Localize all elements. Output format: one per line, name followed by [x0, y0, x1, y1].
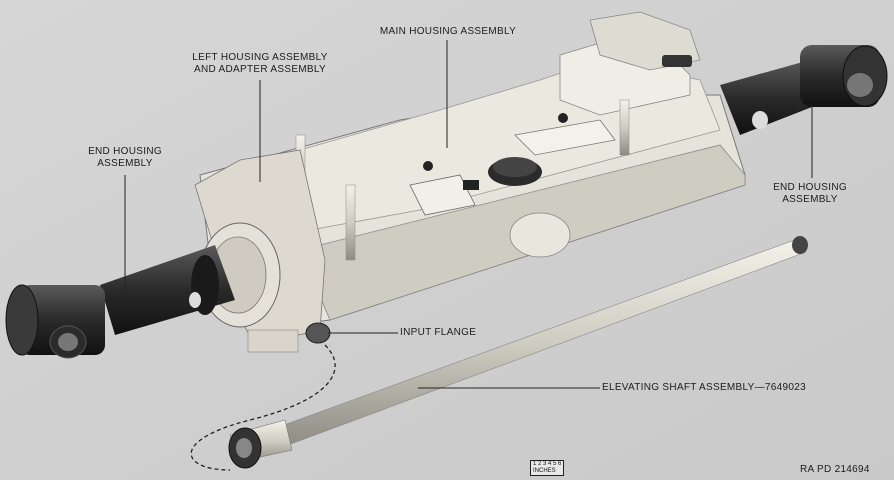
label-left-housing: LEFT HOUSING ASSEMBLY AND ADAPTER ASSEMB… [186, 52, 334, 76]
elevating-shaft [228, 236, 808, 469]
label-elevating-shaft: ELEVATING SHAFT ASSEMBLY—7649023 [602, 382, 806, 393]
label-main-housing: MAIN HOUSING ASSEMBLY [379, 26, 517, 37]
label-left-housing-line2: AND ADAPTER ASSEMBLY [194, 64, 326, 75]
label-end-housing-right-line1: END HOUSING [773, 182, 847, 193]
plate-code: RA PD 214694 [800, 464, 870, 475]
end-housing-right [720, 45, 888, 135]
end-housing-left [5, 245, 235, 359]
phantom-line [190, 344, 336, 471]
label-end-housing-right: END HOUSING ASSEMBLY [765, 182, 855, 206]
label-end-housing-left: END HOUSING ASSEMBLY [80, 146, 170, 170]
label-end-housing-right-line2: ASSEMBLY [782, 194, 838, 205]
label-input-flange: INPUT FLANGE [400, 327, 477, 338]
input-flange [305, 322, 331, 344]
inch-scale: 1 2 3 4 5 6 INCHES [530, 460, 565, 476]
label-left-housing-line1: LEFT HOUSING ASSEMBLY [192, 52, 328, 63]
leader-lines [124, 40, 813, 389]
label-end-housing-left-line1: END HOUSING [88, 146, 162, 157]
label-end-housing-left-line2: ASSEMBLY [97, 158, 153, 169]
inch-scale-unit: INCHES [533, 468, 556, 474]
main-housing [199, 11, 746, 331]
inch-scale-numbers: 1 2 3 4 5 6 [533, 461, 562, 467]
